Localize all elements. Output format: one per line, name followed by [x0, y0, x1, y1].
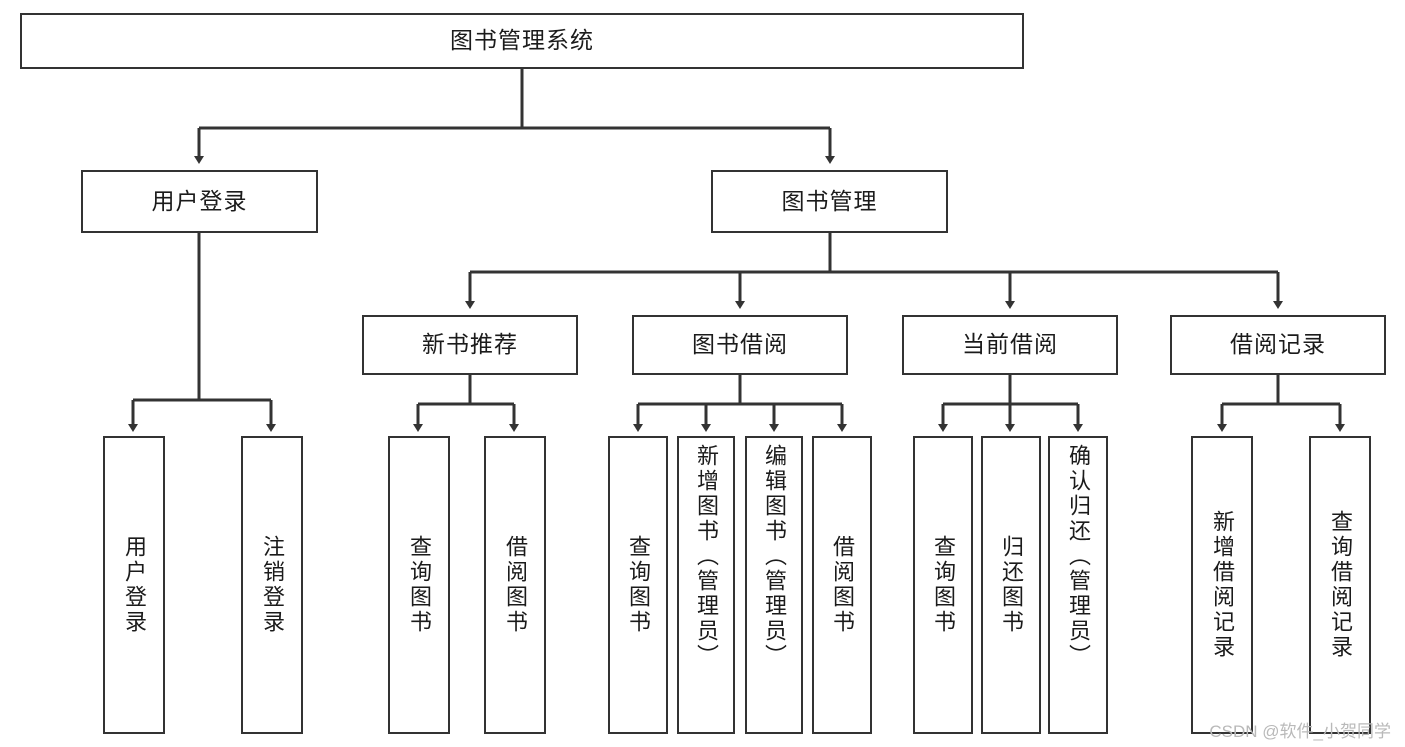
- leaf-book-borrow-query[interactable]: 查询图书: [608, 436, 668, 734]
- leaf-new-book-query[interactable]: 查询图书: [388, 436, 450, 734]
- leaf-borrow-record-query[interactable]: 查询借阅记录: [1309, 436, 1371, 734]
- watermark-text: CSDN @软件_小贺同学: [1209, 722, 1391, 741]
- node-label: 编辑图书（管理员）: [762, 444, 787, 669]
- node-label: 查询图书: [407, 535, 432, 635]
- node-new-book-recommend[interactable]: 新书推荐: [362, 315, 578, 375]
- node-label: 注销登录: [260, 535, 285, 635]
- node-root-system[interactable]: 图书管理系统: [20, 13, 1024, 69]
- node-label: 图书借阅: [692, 331, 788, 358]
- leaf-current-borrow-confirm[interactable]: 确认归还（管理员）: [1048, 436, 1108, 734]
- leaf-user-login-login[interactable]: 用户登录: [103, 436, 165, 734]
- leaf-current-borrow-query[interactable]: 查询图书: [913, 436, 973, 734]
- node-book-management[interactable]: 图书管理: [711, 170, 948, 233]
- node-label: 用户登录: [151, 187, 248, 214]
- node-book-borrow[interactable]: 图书借阅: [632, 315, 848, 375]
- node-label: 新增图书（管理员）: [694, 444, 719, 669]
- node-label: 用户登录: [122, 535, 147, 635]
- node-user-login[interactable]: 用户登录: [81, 170, 318, 233]
- node-label: 借阅图书: [503, 535, 528, 635]
- node-label: 图书管理: [781, 187, 878, 214]
- leaf-book-borrow-edit[interactable]: 编辑图书（管理员）: [745, 436, 803, 734]
- node-label: 查询图书: [626, 535, 651, 635]
- node-label: 新增借阅记录: [1210, 510, 1235, 660]
- leaf-book-borrow-add[interactable]: 新增图书（管理员）: [677, 436, 735, 734]
- leaf-current-borrow-return[interactable]: 归还图书: [981, 436, 1041, 734]
- node-label: 查询图书: [931, 535, 956, 635]
- node-label: 查询借阅记录: [1328, 510, 1353, 660]
- node-label: 归还图书: [999, 535, 1024, 635]
- node-label: 确认归还（管理员）: [1066, 444, 1091, 669]
- node-label: 当前借阅: [962, 331, 1058, 358]
- leaf-borrow-record-add[interactable]: 新增借阅记录: [1191, 436, 1253, 734]
- node-label: 新书推荐: [422, 331, 518, 358]
- node-label: 借阅图书: [830, 535, 855, 635]
- node-borrow-record[interactable]: 借阅记录: [1170, 315, 1386, 375]
- node-current-borrow[interactable]: 当前借阅: [902, 315, 1118, 375]
- leaf-new-book-borrow[interactable]: 借阅图书: [484, 436, 546, 734]
- node-label: 图书管理系统: [450, 27, 594, 54]
- leaf-book-borrow-lend[interactable]: 借阅图书: [812, 436, 872, 734]
- leaf-user-login-logout[interactable]: 注销登录: [241, 436, 303, 734]
- node-label: 借阅记录: [1230, 331, 1326, 358]
